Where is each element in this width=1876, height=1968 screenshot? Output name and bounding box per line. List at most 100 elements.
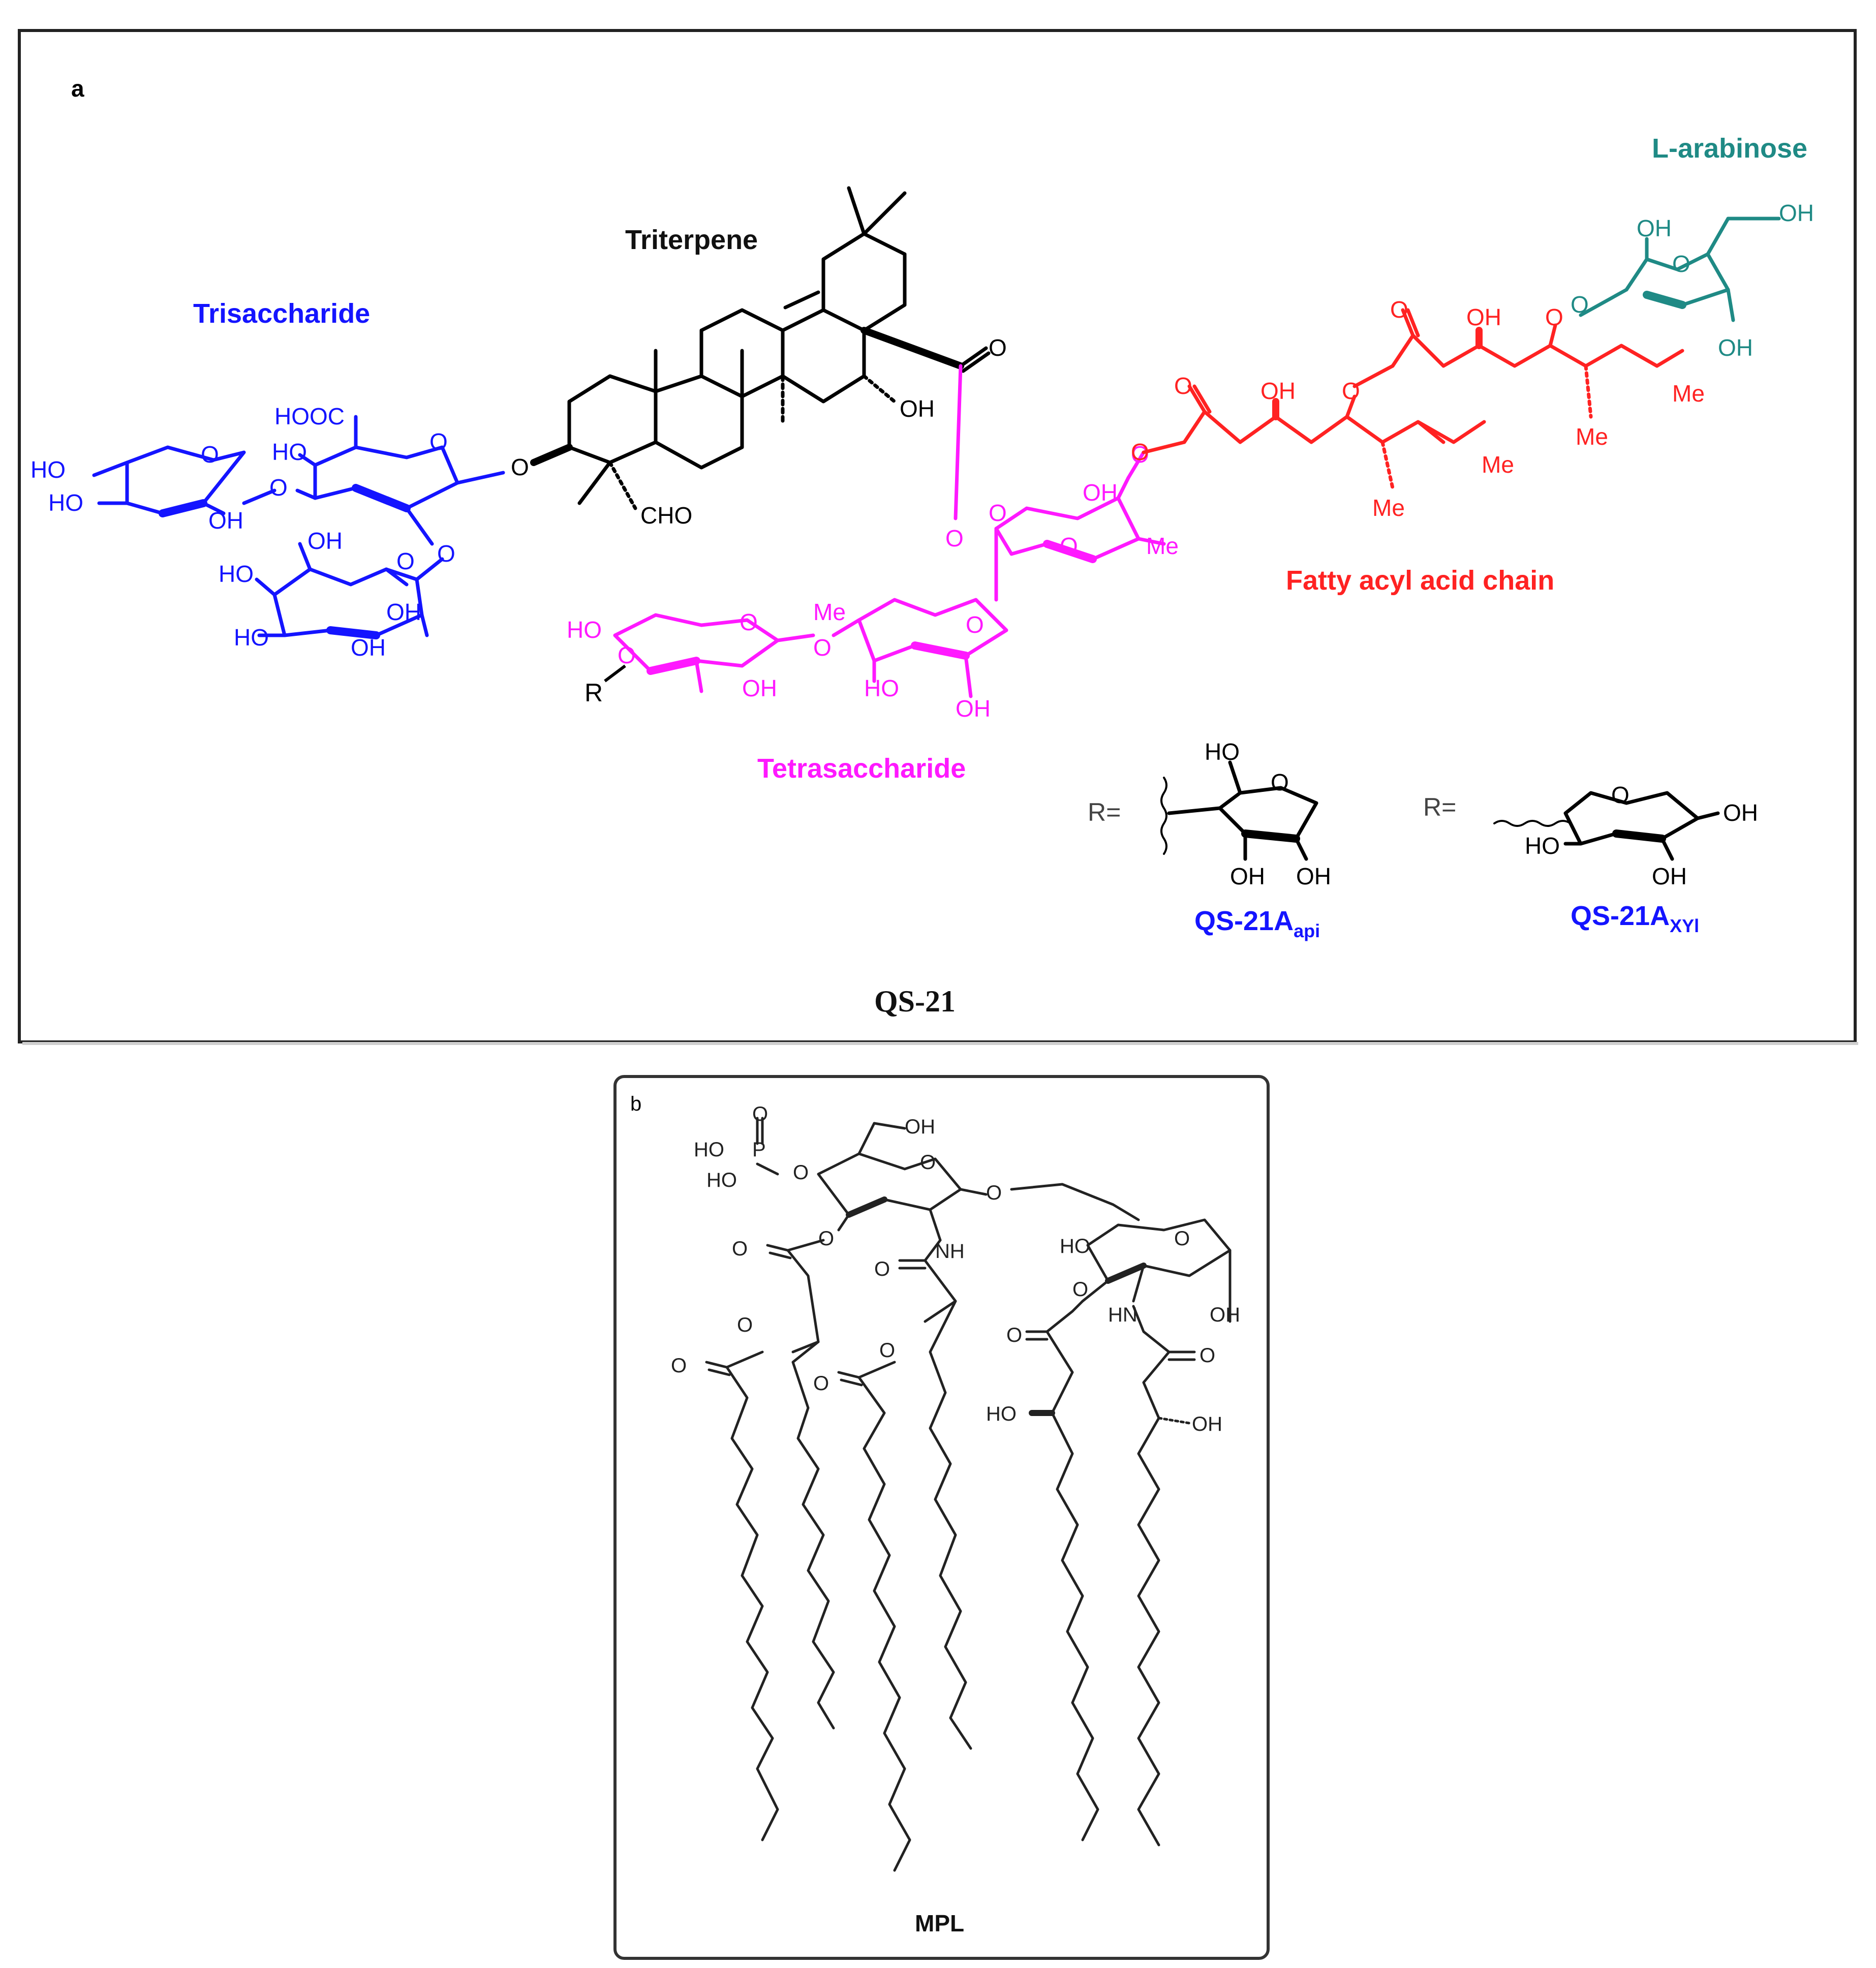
atom-label: OH [1779, 200, 1814, 226]
panel-a-letter: a [71, 75, 84, 102]
atom-label: HOOC [274, 403, 345, 429]
atom-label: HO [694, 1139, 724, 1161]
atom-label: OH [905, 1116, 935, 1138]
atom-label: O [813, 634, 832, 661]
atom-label: OH [1230, 863, 1265, 889]
tetrasaccharide-atom-labels: O O O OH O Me O Me O HO OH O HO O OH [567, 441, 1179, 722]
atom-label: HO [234, 624, 269, 651]
atom-label: OH [307, 528, 343, 554]
atom-label: O [1342, 378, 1360, 404]
atom-label: O [732, 1238, 748, 1260]
fatty-acyl-structure [1142, 308, 1684, 490]
atom-label: O [1672, 251, 1690, 277]
variant-name-main: QS-21A [1194, 906, 1294, 936]
atom-label: O [201, 441, 219, 468]
atom-label: OH [1296, 863, 1331, 889]
panel-b: b [613, 1075, 1270, 1960]
variant-prefix: R= [1423, 793, 1456, 821]
trisaccharide-label: Trisaccharide [193, 298, 370, 329]
atom-label: O [429, 428, 448, 455]
atom-label: O [1174, 373, 1192, 399]
variant-prefix: R= [1088, 798, 1121, 826]
atom-label: OH [1637, 215, 1672, 241]
atom-label: O [511, 454, 529, 480]
atom-label: O [1390, 296, 1408, 323]
triterpene-label: Triterpene [625, 225, 758, 255]
atom-label: HO [864, 675, 899, 701]
atom-label: HO [567, 617, 602, 643]
variant-name: QS-21Aapi [1194, 906, 1320, 941]
fatty-acyl-label: Fatty acyl acid chain [1286, 565, 1554, 596]
atom-label: O [1200, 1344, 1215, 1367]
atom-label: HN [1108, 1304, 1137, 1326]
atom-label: HO [1060, 1235, 1090, 1257]
variant-subscript: api [1294, 920, 1320, 941]
variant-xyl: R= O HO OH OH QS-21AXYl [1423, 782, 1758, 936]
atom-label: O [813, 1372, 829, 1395]
triterpene-atom-labels: O CHO OH O [511, 334, 1007, 529]
atom-label: HO [219, 561, 254, 587]
atom-label: O [269, 474, 288, 501]
atom-label: Me [1576, 423, 1608, 450]
panel-a: a HO [18, 29, 1858, 1045]
atom-label: O [989, 500, 1007, 526]
atom-label: HO [272, 439, 307, 465]
atom-label: OH [956, 695, 991, 722]
atom-label: O [818, 1227, 834, 1250]
atom-label: O [874, 1258, 890, 1280]
variant-subscript: XYl [1670, 915, 1699, 936]
r-bond [604, 664, 626, 683]
trisaccharide-structure [92, 415, 505, 639]
atom-label: OH [1083, 479, 1118, 506]
atom-label: OH [1210, 1304, 1240, 1326]
variant-name: QS-21AXYl [1571, 901, 1699, 936]
atom-label: O [1571, 291, 1589, 318]
atom-label: CHO [640, 502, 692, 529]
mpl-structure [705, 1117, 1232, 1872]
atom-label: OH [900, 395, 935, 422]
xylose-structure [1493, 791, 1720, 861]
atom-label: O [1271, 769, 1289, 795]
atom-label: O [752, 1103, 768, 1125]
arabinose-atom-labels: O OH O OH OH [1571, 200, 1814, 361]
mpl-atom-labels: O P HO HO O OH O O O O NH O O O O O HO O… [671, 1103, 1240, 1435]
atom-label: Me [813, 599, 846, 625]
atom-label: OH [1466, 304, 1501, 330]
atom-label: O [740, 609, 758, 635]
atom-label: Me [1672, 380, 1705, 407]
atom-label: O [1131, 441, 1149, 468]
atom-label: OH [742, 675, 777, 701]
atom-label: OH [1723, 800, 1758, 826]
atom-label: O [737, 1314, 753, 1336]
atom-label: OH [1652, 863, 1687, 889]
atom-label: Me [1482, 451, 1514, 478]
triterpene-structure [530, 186, 991, 510]
trisaccharide-atom-labels: HO HO O OH O HOOC HO O O OH HO HO O OH O… [30, 403, 455, 661]
atom-label: O [1060, 533, 1078, 559]
apiose-atom-labels: HO O OH OH [1205, 739, 1331, 889]
tetrasaccharide-label: Tetrasaccharide [757, 753, 966, 784]
atom-label: O [989, 334, 1007, 361]
atom-label: OH [208, 507, 243, 534]
atom-label: O [1545, 304, 1563, 330]
atom-label: O [945, 525, 964, 551]
xylose-atom-labels: O HO OH OH [1525, 782, 1758, 889]
atom-label: O [1006, 1324, 1022, 1346]
atom-label: HO [1525, 833, 1560, 859]
atom-label: O [793, 1161, 809, 1184]
atom-label: O [671, 1355, 687, 1377]
atom-label: HO [1205, 739, 1240, 765]
atom-label: HO [48, 489, 83, 516]
atom-label: OH [1718, 334, 1753, 361]
atom-label: O [437, 540, 455, 567]
atom-label: O [920, 1151, 936, 1174]
atom-label: O [879, 1339, 895, 1362]
atom-label: O [986, 1182, 1002, 1204]
fatty-acyl-atom-labels: O O OH O Me Me O OH O Me Me [1131, 296, 1705, 521]
atom-label: O [618, 642, 636, 668]
atom-label: HO [986, 1403, 1017, 1425]
atom-label: HO [706, 1169, 737, 1191]
panel-a-frame [18, 29, 1857, 1043]
variant-name-main: QS-21A [1571, 901, 1670, 931]
atom-label: P [752, 1139, 766, 1161]
